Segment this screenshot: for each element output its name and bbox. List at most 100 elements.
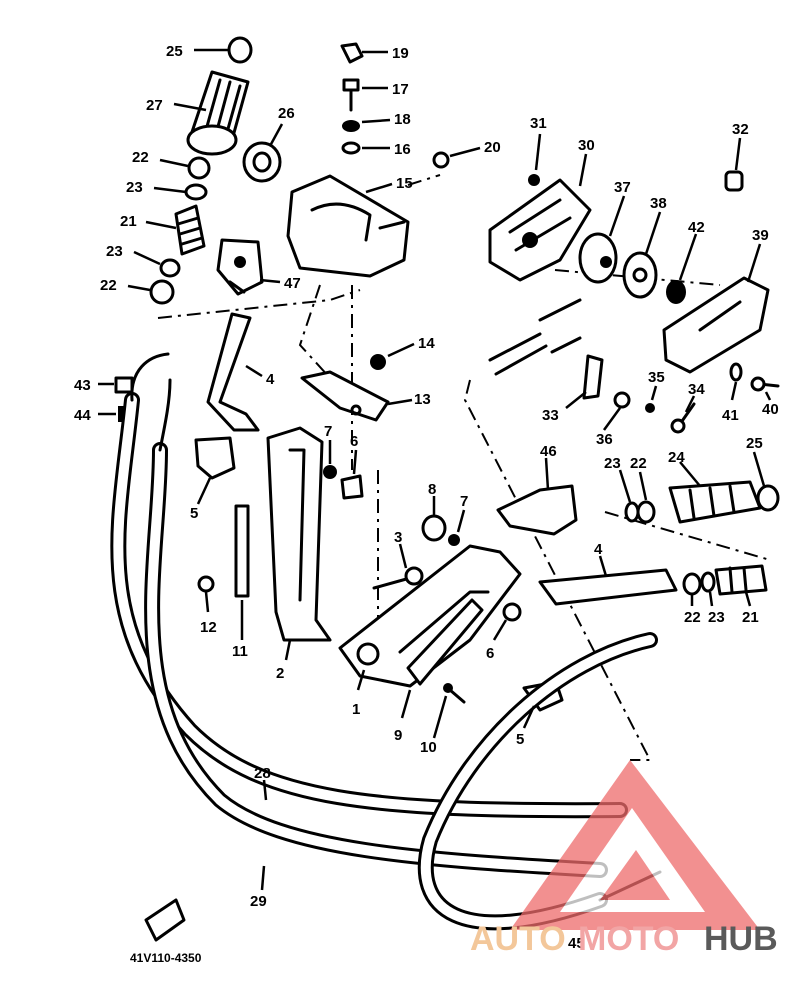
callout-36: 36 xyxy=(596,431,613,448)
callout-12: 12 xyxy=(200,619,217,636)
callout-15: 15 xyxy=(396,175,413,192)
ball-36 xyxy=(613,391,631,409)
collar-22-bottom xyxy=(149,279,175,305)
callout-23: 23 xyxy=(604,455,621,472)
clamp-47 xyxy=(216,238,264,296)
callout-22: 22 xyxy=(684,609,701,626)
callout-45: 45 xyxy=(568,935,585,952)
grip-24 xyxy=(668,480,762,524)
boot-5-left xyxy=(194,436,236,480)
callout-14: 14 xyxy=(418,335,435,352)
lever-bracket-2 xyxy=(266,426,332,642)
callout-22: 22 xyxy=(100,277,117,294)
diagram-part-code: 41V110-4350 xyxy=(130,951,202,965)
boot-6-left xyxy=(340,474,364,500)
grip-end-cap-25-right xyxy=(756,484,780,512)
cable-28 xyxy=(110,392,628,819)
callout-4: 4 xyxy=(594,541,603,558)
watermark-triangle xyxy=(510,760,760,930)
ring-23-lower-right xyxy=(700,571,716,593)
callout-34: 34 xyxy=(688,381,705,398)
callout-2: 2 xyxy=(276,665,284,682)
cover-plate-39 xyxy=(662,276,770,374)
callout-7: 7 xyxy=(324,423,332,440)
callout-17: 17 xyxy=(392,81,409,98)
bracket-46 xyxy=(496,484,578,536)
callout-25: 25 xyxy=(166,43,183,60)
cap-7-right xyxy=(448,534,460,546)
callout-21: 21 xyxy=(742,609,759,626)
callout-23: 23 xyxy=(126,179,143,196)
callout-19: 19 xyxy=(392,45,409,62)
ring-23-bottom xyxy=(159,258,181,278)
spring-21-right xyxy=(714,564,768,596)
callout-40: 40 xyxy=(762,401,779,418)
boot-6-right xyxy=(502,602,522,622)
screw-35 xyxy=(645,403,655,413)
callout-6: 6 xyxy=(486,645,494,662)
callout-4: 4 xyxy=(266,371,275,388)
callout-43: 43 xyxy=(74,377,91,394)
callout-18: 18 xyxy=(394,111,411,128)
callout-3: 3 xyxy=(394,529,402,546)
ring-23-right xyxy=(624,501,640,523)
bolt-17 xyxy=(342,78,360,112)
spring-21-left xyxy=(174,204,206,256)
callout-32: 32 xyxy=(732,121,749,138)
callout-44: 44 xyxy=(74,407,91,424)
lever-1 xyxy=(338,544,522,688)
callout-42: 42 xyxy=(688,219,705,236)
callouts: 25 27 26 22 23 21 23 22 47 19 17 18 16 2… xyxy=(74,43,779,952)
throttle-grip-27 xyxy=(186,70,250,156)
rivet-31 xyxy=(528,174,540,186)
callout-35: 35 xyxy=(648,369,665,386)
callout-1: 1 xyxy=(352,701,360,718)
cable-boot-4-right xyxy=(538,568,678,606)
collar-22-top xyxy=(187,156,211,180)
spring-33 xyxy=(582,354,604,400)
callout-5: 5 xyxy=(190,505,198,522)
washer-16 xyxy=(341,141,361,155)
screw-34 xyxy=(670,402,696,434)
bolt-3 xyxy=(372,566,424,590)
screw-40 xyxy=(750,376,780,392)
nut-14 xyxy=(370,354,386,370)
switch-disc-38 xyxy=(622,251,658,299)
callout-9: 9 xyxy=(394,727,402,744)
switch-housing-30 xyxy=(488,178,592,282)
grip-end-cap-25 xyxy=(227,36,253,64)
callout-6: 6 xyxy=(350,433,358,450)
callout-27: 27 xyxy=(146,97,163,114)
callout-22: 22 xyxy=(132,149,149,166)
assembly-guide-lines xyxy=(157,174,771,761)
callout-28: 28 xyxy=(254,765,271,782)
callout-11: 11 xyxy=(232,643,248,660)
callout-20: 20 xyxy=(484,139,501,156)
spring-42 xyxy=(666,280,686,304)
collar-22-right xyxy=(636,500,656,524)
callout-33: 33 xyxy=(542,407,559,424)
callout-31: 31 xyxy=(530,115,547,132)
callout-22: 22 xyxy=(630,455,647,472)
screw-32 xyxy=(724,170,744,192)
watermark-text: AUTO MOTO HUB xyxy=(470,920,778,958)
callout-47: 47 xyxy=(284,275,301,292)
callout-29: 29 xyxy=(250,893,267,910)
callout-5: 5 xyxy=(516,731,524,748)
callout-21: 21 xyxy=(120,213,137,230)
pin-41 xyxy=(729,362,743,382)
pin-11 xyxy=(234,504,250,598)
screw-19 xyxy=(340,42,364,64)
callout-25: 25 xyxy=(746,435,763,452)
collar-8 xyxy=(421,514,447,542)
collar-22-lower-right xyxy=(682,572,702,596)
callout-7: 7 xyxy=(460,493,468,510)
grommet-20 xyxy=(432,151,450,169)
callout-46: 46 xyxy=(540,443,557,460)
callout-13: 13 xyxy=(414,391,431,408)
screw-12 xyxy=(197,575,215,593)
front-arrow-marker xyxy=(144,898,186,942)
cable-boot-4-left xyxy=(206,312,260,432)
